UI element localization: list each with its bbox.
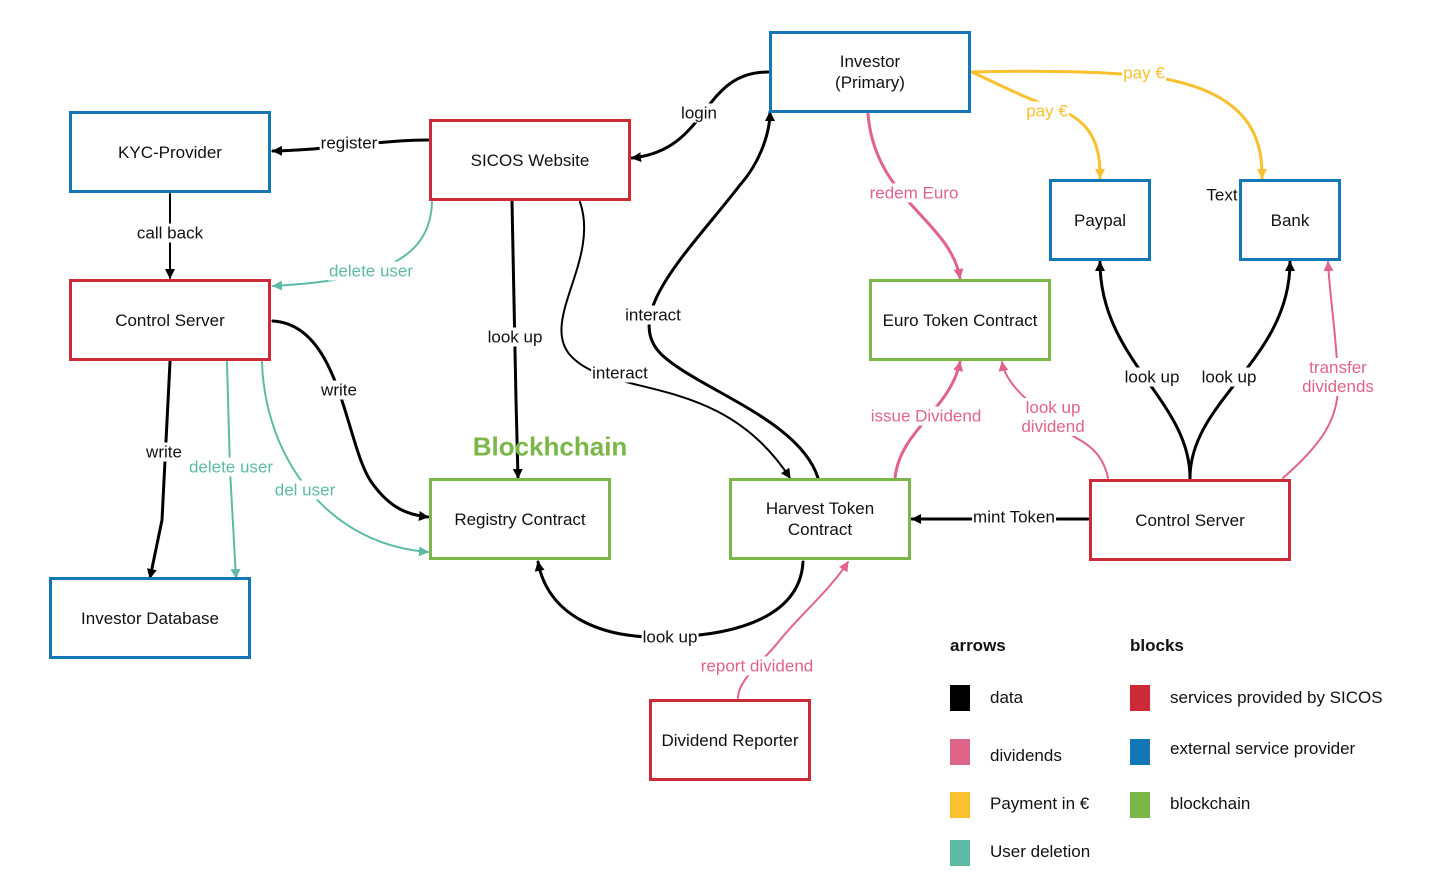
edge-label-look-up-harvest: look up: [641, 627, 699, 647]
stray-text-label: Text: [1206, 185, 1238, 205]
edge-write-db: [146, 360, 172, 580]
edge-label-write-db: write: [145, 442, 183, 462]
edge-label-mint-token: mint Token: [972, 507, 1056, 527]
legend-swatch-blockchain: [1130, 792, 1150, 818]
node-dividend-reporter: Dividend Reporter: [649, 699, 811, 781]
node-sicos-website: SICOS Website: [429, 119, 631, 201]
edge-label-transfer-dividends: transfer dividends: [1301, 358, 1375, 396]
edge-label-login: login: [680, 103, 718, 123]
edge-label-delete-user-web: delete user: [327, 261, 415, 281]
node-control-server-right: Control Server: [1089, 479, 1291, 561]
legend-arrows-title: arrows: [950, 636, 1006, 655]
edge-report-dividend: [737, 561, 849, 699]
legend-label-deletion: User deletion: [990, 842, 1091, 861]
edge-label-report-dividend: report dividend: [699, 656, 815, 676]
node-registry-contract: Registry Contract: [429, 478, 611, 560]
node-control-server-left: Control Server: [69, 279, 271, 361]
edge-label-interact-investor: interact: [624, 305, 682, 325]
edge-interact-web: [560, 201, 791, 479]
legend-label-blockchain: blockchain: [1170, 794, 1251, 813]
edge-label-look-up-web: look up: [486, 327, 544, 347]
edge-pay-bank: [970, 69, 1267, 180]
edge-label-look-up-paypal: look up: [1123, 367, 1181, 387]
node-kyc-provider: KYC-Provider: [69, 111, 271, 193]
edge-label-write-registry: write: [320, 380, 358, 400]
legend-label-sicos: services provided by SICOS: [1170, 688, 1383, 707]
node-harvest-token-contract: Harvest Token Contract: [729, 478, 911, 560]
node-euro-token-contract: Euro Token Contract: [869, 279, 1051, 361]
edge-write-registry: [271, 319, 430, 521]
legend-swatch-data: [950, 685, 970, 711]
node-paypal: Paypal: [1049, 179, 1151, 261]
node-investor-database: Investor Database: [49, 577, 251, 659]
legend-swatch-payment: [950, 792, 970, 818]
edge-label-delete-user-db: delete user: [187, 457, 275, 477]
edge-label-look-up-dividend: look up dividend: [1020, 398, 1086, 436]
legend-label-payment: Payment in €: [990, 794, 1090, 813]
edge-label-call-back: call back: [135, 223, 205, 243]
legend-label-external: external service provider: [1170, 739, 1356, 758]
edge-label-del-user: del user: [273, 480, 337, 500]
edge-pay-paypal: [970, 70, 1105, 180]
edge-label-look-up-bank: look up: [1200, 367, 1258, 387]
legend-label-data: data: [990, 688, 1024, 707]
edge-label-redem-euro: redem Euro: [868, 183, 960, 203]
node-investor: Investor (Primary): [769, 31, 971, 113]
legend-label-dividends: dividends: [990, 746, 1062, 765]
edge-lookup-web: [510, 200, 523, 480]
blockchain-title: Blockhchain: [472, 431, 628, 462]
edge-label-interact-web: interact: [591, 363, 649, 383]
legend-swatch-sicos: [1130, 685, 1150, 711]
edge-label-pay-bank: pay €: [1122, 63, 1166, 83]
edge-label-register: register: [319, 133, 379, 153]
edge-label-pay-paypal: pay €: [1025, 101, 1069, 121]
edge-redeem: [866, 112, 964, 280]
legend-swatch-deletion: [950, 840, 970, 866]
legend-blocks-title: blocks: [1130, 636, 1184, 655]
node-bank: Bank: [1239, 179, 1341, 261]
legend-swatch-dividends: [950, 739, 970, 765]
legend-swatch-external: [1130, 739, 1150, 765]
edge-lookup-harvest-registry: [534, 560, 805, 639]
edge-label-issue-dividend: issue Dividend: [869, 406, 983, 426]
edge-interact-investor: [647, 110, 826, 489]
